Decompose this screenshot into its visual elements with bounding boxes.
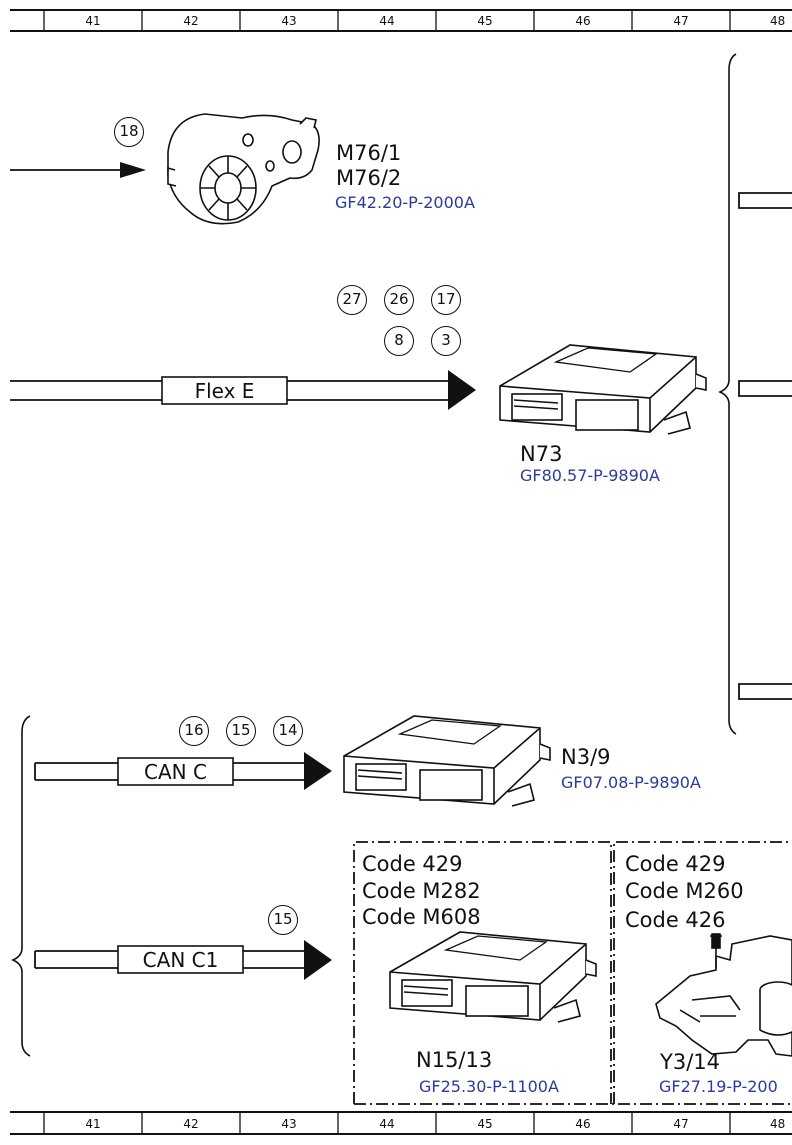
m76-reference-link[interactable]: GF42.20-P-2000A bbox=[335, 193, 475, 212]
n15-13-reference-link[interactable]: GF25.30-P-1100A bbox=[419, 1077, 559, 1096]
ruler-col-44: 44 bbox=[379, 14, 395, 28]
callout-14: 14 bbox=[273, 716, 303, 746]
m76-2-label: M76/2 bbox=[336, 166, 402, 190]
right-brace bbox=[718, 53, 737, 735]
y3-14-code-3: Code 426 bbox=[625, 908, 726, 932]
n15-13-code-3: Code M608 bbox=[362, 905, 481, 929]
m76-connection-arrow bbox=[10, 162, 146, 178]
n3-9-label: N3/9 bbox=[561, 745, 611, 769]
n15-13-code-2: Code M282 bbox=[362, 879, 481, 903]
n73-control-unit-icon bbox=[499, 344, 707, 435]
ruler-col-46: 46 bbox=[575, 1117, 591, 1131]
n15-13-label: N15/13 bbox=[416, 1048, 493, 1072]
bottom-ruler bbox=[10, 1111, 792, 1135]
y3-14-code-1: Code 429 bbox=[625, 852, 726, 876]
callout-17: 17 bbox=[431, 285, 461, 315]
y3-14-reference-link[interactable]: GF27.19-P-200 bbox=[659, 1077, 778, 1096]
y3-14-valve-body-icon bbox=[655, 933, 792, 1057]
m76-actuator-icon bbox=[167, 113, 320, 225]
n73-reference-link[interactable]: GF80.57-P-9890A bbox=[520, 466, 660, 485]
n73-label: N73 bbox=[520, 442, 563, 466]
callout-18: 18 bbox=[114, 117, 144, 147]
ruler-col-45: 45 bbox=[477, 1117, 493, 1131]
ruler-col-42: 42 bbox=[183, 14, 199, 28]
ruler-col-47: 47 bbox=[673, 1117, 689, 1131]
ruler-col-43: 43 bbox=[281, 14, 297, 28]
ruler-col-43: 43 bbox=[281, 1117, 297, 1131]
ruler-col-44: 44 bbox=[379, 1117, 395, 1131]
ruler-col-45: 45 bbox=[477, 14, 493, 28]
n15-13-control-unit-icon bbox=[389, 931, 597, 1023]
m76-1-label: M76/1 bbox=[336, 141, 402, 165]
ruler-col-46: 46 bbox=[575, 14, 591, 28]
ruler-col-47: 47 bbox=[673, 14, 689, 28]
can-c-bus-line bbox=[34, 752, 332, 790]
callout-15: 15 bbox=[226, 716, 256, 746]
ruler-col-42: 42 bbox=[183, 1117, 199, 1131]
n3-9-control-unit-icon bbox=[343, 715, 551, 807]
top-ruler bbox=[10, 9, 792, 32]
can-c1-bus-line bbox=[34, 940, 332, 980]
left-brace bbox=[11, 715, 31, 1057]
ruler-col-41: 41 bbox=[85, 1117, 101, 1131]
callout-3: 3 bbox=[431, 326, 461, 356]
callout-16: 16 bbox=[179, 716, 209, 746]
can-c-bus-label: CAN C bbox=[144, 760, 207, 784]
callout-8: 8 bbox=[384, 326, 414, 356]
n15-13-code-1: Code 429 bbox=[362, 852, 463, 876]
callout-27: 27 bbox=[337, 285, 367, 315]
flex-e-bus-line bbox=[10, 370, 476, 410]
ruler-col-48: 48 bbox=[770, 14, 786, 28]
flex-e-bus-label: Flex E bbox=[194, 379, 255, 403]
can-c1-bus-label: CAN C1 bbox=[142, 948, 219, 972]
y3-14-code-2: Code M260 bbox=[625, 879, 744, 903]
right-connectors bbox=[738, 192, 792, 700]
n3-9-reference-link[interactable]: GF07.08-P-9890A bbox=[561, 773, 701, 792]
callout-26: 26 bbox=[384, 285, 414, 315]
y3-14-label: Y3/14 bbox=[660, 1050, 720, 1074]
ruler-col-41: 41 bbox=[85, 14, 101, 28]
option-frames bbox=[353, 841, 792, 1105]
callout-15: 15 bbox=[268, 905, 298, 935]
ruler-col-48: 48 bbox=[770, 1117, 786, 1131]
